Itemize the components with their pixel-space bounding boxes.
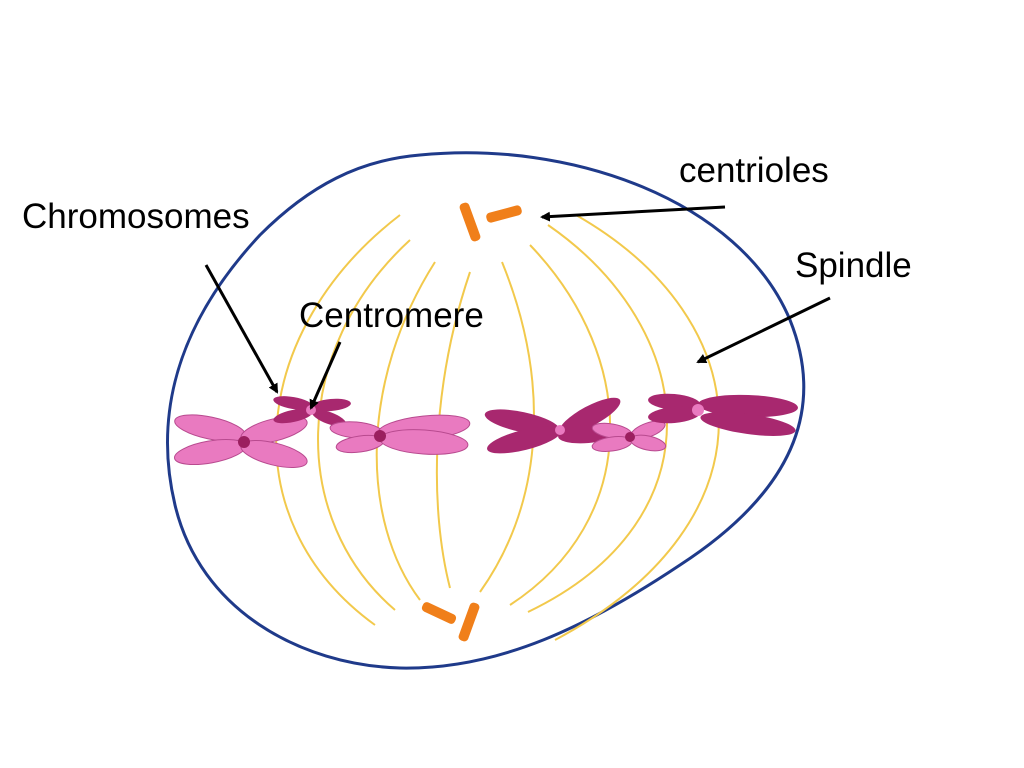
chromosomes	[173, 393, 798, 468]
centromere	[238, 436, 250, 448]
cell-membrane	[166, 151, 806, 670]
chromosome	[648, 393, 798, 436]
centromere-arrow	[309, 341, 342, 410]
label-centromere: Centromere	[299, 296, 484, 335]
centromere	[374, 430, 386, 442]
chromosome	[329, 414, 471, 455]
spindle-arrow	[696, 296, 831, 364]
chromosomes-arrow	[204, 264, 279, 394]
spindle-fiber	[527, 224, 668, 613]
pointer-arrows	[204, 205, 831, 410]
label-centrioles: centrioles	[679, 151, 829, 190]
centriole-bottom	[421, 602, 480, 642]
centromere	[555, 425, 565, 435]
chromosome	[273, 396, 351, 427]
spindle-fiber	[317, 239, 411, 611]
chromosome	[173, 414, 308, 468]
label-spindle: Spindle	[795, 246, 912, 285]
centromere	[625, 432, 635, 442]
centromere	[692, 404, 704, 416]
centriole-top	[459, 202, 522, 242]
chromosome	[591, 420, 667, 452]
label-chromosomes: Chromosomes	[22, 197, 250, 236]
centrioles-arrow	[540, 205, 726, 222]
